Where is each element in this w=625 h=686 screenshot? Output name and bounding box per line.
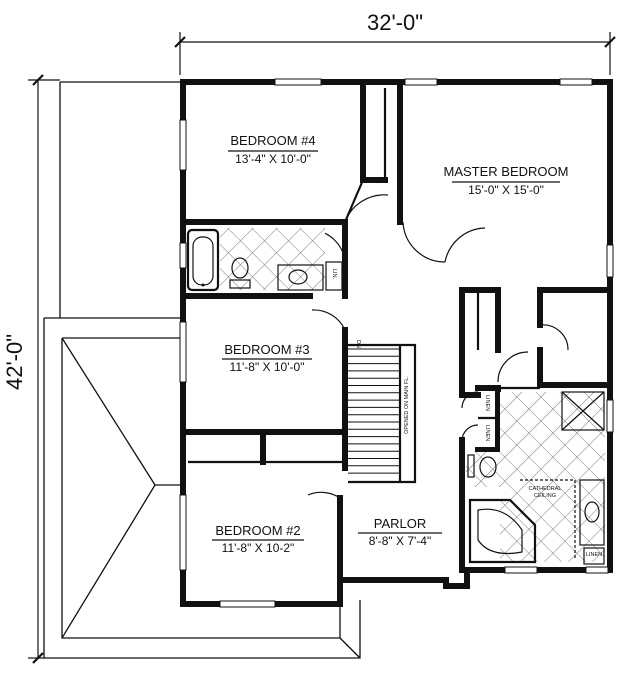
width-label: 32'-0"	[367, 10, 423, 35]
bedroom-4-name: BEDROOM #4	[230, 133, 315, 148]
dimension-depth: 42'-0"	[2, 74, 60, 664]
parlor-size: 8'-8" X 7'-4"	[369, 534, 431, 548]
master-bathroom: CATHEDRAL CEILING LINEN	[466, 391, 605, 565]
windows	[179, 78, 614, 608]
bedroom-3-size: 11'-8" X 10'-0"	[230, 360, 305, 374]
linen-closet-2-label: LINEN	[484, 425, 490, 441]
bedroom-4-size: 13'-4" X 10'-0"	[235, 152, 311, 166]
master-bedroom-size: 15'-0" X 15'-0"	[468, 183, 544, 197]
cathedral-label: CATHEDRAL	[529, 486, 562, 492]
bedroom-3-name: BEDROOM #3	[224, 342, 309, 357]
linen-master-label: LINEN	[586, 552, 602, 558]
depth-label: 42'-0"	[2, 334, 27, 390]
dimension-width: 32'-0"	[174, 10, 616, 75]
room-bedroom-3: BEDROOM #3 11'-8" X 10'-0"	[222, 342, 312, 374]
room-bedroom-4: BEDROOM #4 13'-4" X 10'-0"	[228, 133, 318, 166]
ceiling-label: CEILING	[534, 493, 556, 499]
main-bathroom: LIN.	[186, 228, 343, 292]
stair-down-label: DN	[355, 340, 361, 348]
room-bedroom-2: BEDROOM #2 11'-8" X 10-2"	[212, 523, 304, 555]
stair-note: OPENED ON MAIN FL.	[404, 376, 410, 434]
stairs	[348, 348, 400, 474]
linen-hall-label: LIN.	[331, 269, 337, 280]
room-master-bedroom: MASTER BEDROOM 15'-0" X 15'-0"	[444, 164, 569, 197]
linen-closet-1-label: LINEN	[484, 395, 490, 411]
lower-roof	[43, 81, 361, 659]
bedroom-2-size: 11'-8" X 10-2"	[222, 541, 295, 555]
master-bedroom-name: MASTER BEDROOM	[444, 164, 569, 179]
room-parlor: PARLOR 8'-8" X 7'-4"	[358, 516, 442, 548]
parlor-name: PARLOR	[374, 516, 427, 531]
bedroom-2-name: BEDROOM #2	[215, 523, 300, 538]
